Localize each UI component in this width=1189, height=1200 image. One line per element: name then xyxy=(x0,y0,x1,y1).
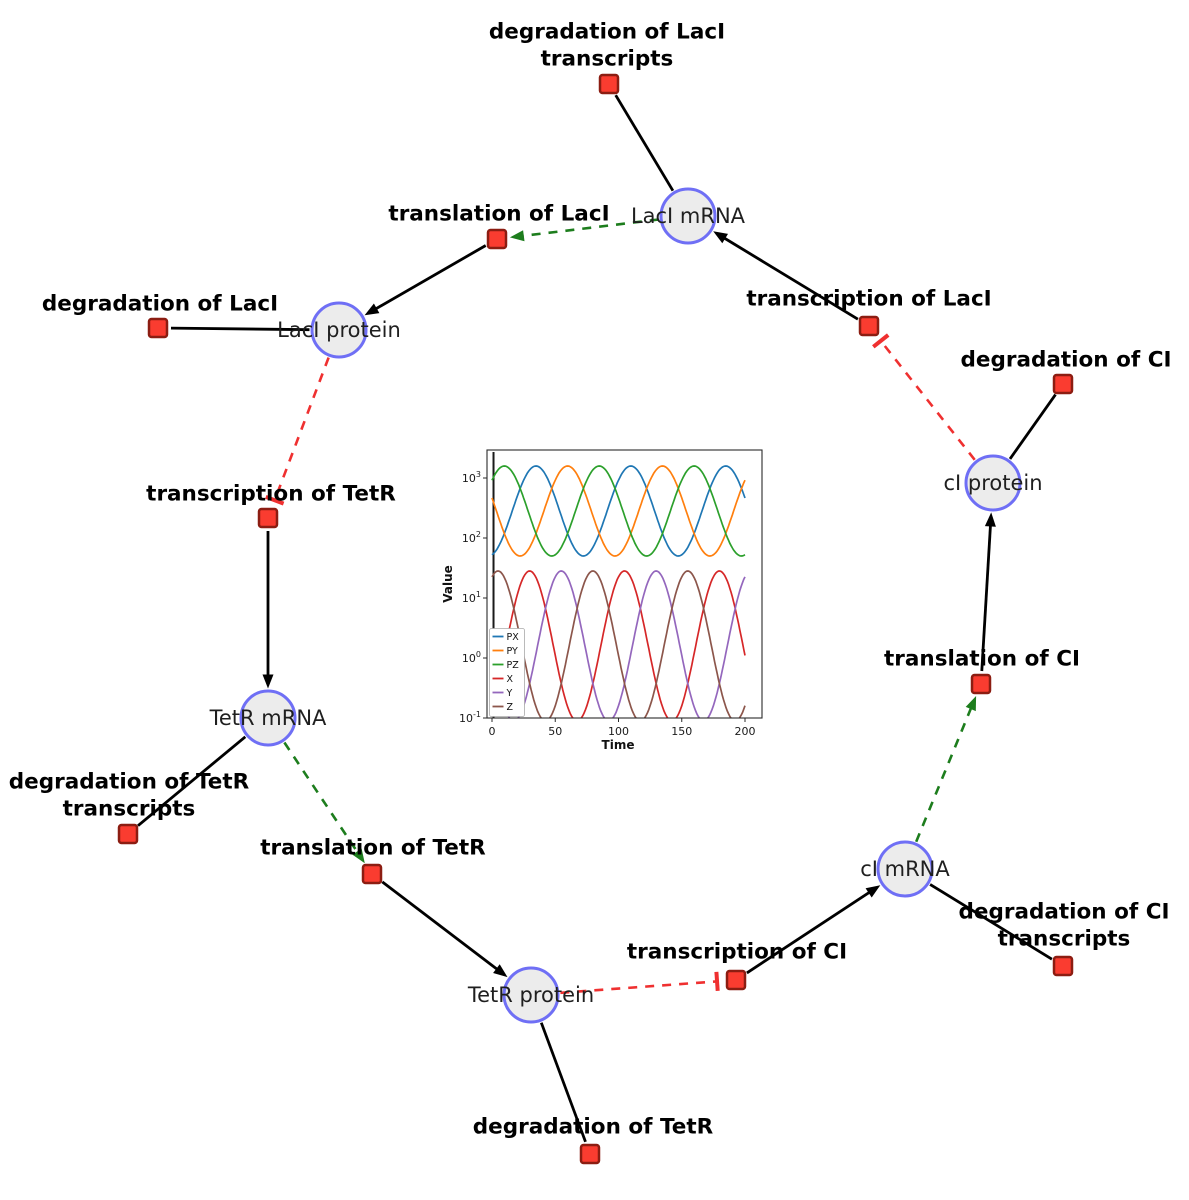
edge-laci_protein-deg_laci-consumption xyxy=(170,326,310,332)
inhibition-tee-ci_protein-txn_laci xyxy=(872,333,890,349)
arrowhead-txn_ci-ci_mrna xyxy=(865,885,881,898)
edge-transl_laci-laci_protein-production xyxy=(371,244,487,313)
legend-label-x: X xyxy=(507,674,514,685)
edge-txn_ci-ci_mrna-production xyxy=(746,888,874,975)
edge-ci_mrna-transl_ci-modifier xyxy=(914,703,974,843)
reaction-label-deg-ci-tx-line-2: transcripts xyxy=(998,927,1131,952)
y-tick-label: 100 xyxy=(462,650,481,665)
edge-transl_ci-ci_protein-production xyxy=(980,521,993,672)
series-line-z xyxy=(491,570,746,718)
reaction-label-deg-ci-tx-line-1: degradation of CI xyxy=(959,900,1170,925)
reaction-label-transl-ci-line-1: translation of CI xyxy=(884,647,1080,672)
x-tick-label: 100 xyxy=(608,725,629,738)
arrowhead-transl_ci-ci_protein xyxy=(984,512,996,527)
reaction-node-deg-ci xyxy=(1052,373,1074,395)
inhibition-tee-laci_protein-txn_tetr xyxy=(265,495,285,506)
reaction-node-transl-laci xyxy=(486,228,508,250)
reaction-node-transl-ci xyxy=(970,673,992,695)
species-label-laci-mrna: LacI mRNA xyxy=(631,204,746,228)
legend-label-py: PY xyxy=(507,646,519,657)
reaction-node-deg-tetr xyxy=(579,1143,601,1165)
y-tick-label: 103 xyxy=(462,470,481,485)
reaction-node-deg-laci xyxy=(147,317,169,339)
species-label-tetr-mrna: TetR mRNA xyxy=(209,706,327,730)
x-tick-label: 200 xyxy=(735,725,756,738)
series-line-x xyxy=(491,570,746,718)
series-line-y xyxy=(491,570,746,718)
y-tick-label: 101 xyxy=(462,590,481,605)
series-line-py xyxy=(491,465,746,557)
reaction-label-transl-tetr-line-1: translation of TetR xyxy=(260,836,486,861)
chart-spines xyxy=(486,449,763,719)
x-tick-label: 150 xyxy=(671,725,692,738)
species-node-ci-protein xyxy=(964,454,1022,512)
arrowhead-tetr_mrna-transl_tetr xyxy=(352,848,365,864)
reaction-label-deg-tetr-line-1: degradation of TetR xyxy=(473,1115,714,1140)
reaction-label-txn-ci-line-1: transcription of CI xyxy=(627,940,847,965)
arrowhead-transl_laci-laci_protein xyxy=(364,303,380,316)
arrowhead-ci_mrna-transl_ci xyxy=(965,696,977,712)
y-tick-label: 102 xyxy=(462,530,481,545)
species-label-laci-protein: LacI protein xyxy=(277,318,401,342)
arrowhead-txn_tetr-tetr_mrna xyxy=(262,674,274,689)
reaction-label-txn-tetr-line-1: transcription of TetR xyxy=(146,482,396,507)
species-node-tetr-protein xyxy=(502,966,560,1024)
chart-yaxis-label: Value xyxy=(441,565,455,603)
species-label-tetr-protein: TetR protein xyxy=(467,983,594,1007)
chart-legend: PX PY PZ XYZ xyxy=(489,628,525,717)
y-tick-label: 10-1 xyxy=(459,710,481,725)
legend-label-y: Y xyxy=(506,688,513,699)
reaction-node-deg-laci-tx xyxy=(598,73,620,95)
species-node-laci-protein xyxy=(310,301,368,359)
legend-label-pz: PZ xyxy=(507,660,520,671)
edge-ci_protein-txn_laci-inhibition xyxy=(879,340,976,461)
reaction-node-txn-ci xyxy=(725,969,747,991)
reaction-label-txn-laci-line-1: transcription of LacI xyxy=(746,287,991,312)
reaction-label-deg-laci-line-1: degradation of LacI xyxy=(42,292,278,317)
arrowhead-laci_mrna-transl_laci xyxy=(509,230,525,242)
reaction-label-deg-ci-line-1: degradation of CI xyxy=(961,348,1172,373)
edge-tetr_mrna-transl_tetr-modifier xyxy=(283,741,361,857)
species-label-ci-mrna: cI mRNA xyxy=(860,857,950,881)
x-tick-label: 50 xyxy=(548,725,562,738)
arrowhead-transl_tetr-tetr_protein xyxy=(493,964,508,978)
reaction-node-transl-tetr xyxy=(361,863,383,885)
reaction-node-deg-ci-tx xyxy=(1052,955,1074,977)
edge-laci_mrna-transl_laci-modifier xyxy=(518,218,659,238)
series-line-pz xyxy=(491,465,746,557)
edges-layer xyxy=(137,94,1057,1143)
chart-plot-background xyxy=(487,450,762,718)
species-node-laci-mrna xyxy=(659,187,717,245)
legend-label-z: Z xyxy=(507,702,514,713)
reaction-label-deg-tetr-tx-line-1: degradation of TetR xyxy=(9,770,250,795)
reaction-node-txn-laci xyxy=(858,315,880,337)
reaction-label-deg-laci-tx-line-2: transcripts xyxy=(541,47,674,72)
edge-laci_protein-txn_tetr-inhibition xyxy=(273,357,330,501)
species-node-tetr-mrna xyxy=(239,689,297,747)
arrowhead-txn_laci-laci_mrna xyxy=(713,231,728,244)
series-line-px xyxy=(491,465,746,557)
reaction-label-transl-laci-line-1: translation of LacI xyxy=(388,202,609,227)
reaction-label-deg-tetr-tx-line-2: transcripts xyxy=(63,797,196,822)
edge-tetr_mrna-deg_tetr_tx-consumption xyxy=(137,735,247,827)
nodes-layer xyxy=(117,73,1074,1165)
species-node-ci-mrna xyxy=(876,840,934,898)
edge-txn_laci-laci_mrna-production xyxy=(720,234,859,321)
inhibition-tee-tetr_protein-txn_ci xyxy=(714,971,720,992)
legend-label-px: PX xyxy=(507,632,520,643)
edge-transl_tetr-tetr_protein-production xyxy=(381,880,502,973)
reaction-node-deg-tetr-tx xyxy=(117,823,139,845)
edge-ci_protein-deg_ci-consumption xyxy=(1008,393,1057,460)
edge-tetr_protein-deg_tetr-consumption xyxy=(539,1022,587,1143)
edge-laci_mrna-deg_laci_tx-consumption xyxy=(614,94,675,192)
reaction-label-deg-laci-tx-line-1: degradation of LacI xyxy=(489,20,725,45)
x-tick-label: 0 xyxy=(489,725,496,738)
chart-xaxis-label: Time xyxy=(602,738,635,752)
reaction-node-txn-tetr xyxy=(257,507,279,529)
edge-ci_mrna-deg_ci_tx-consumption xyxy=(929,883,1053,961)
species-label-ci-protein: cI protein xyxy=(943,471,1042,495)
